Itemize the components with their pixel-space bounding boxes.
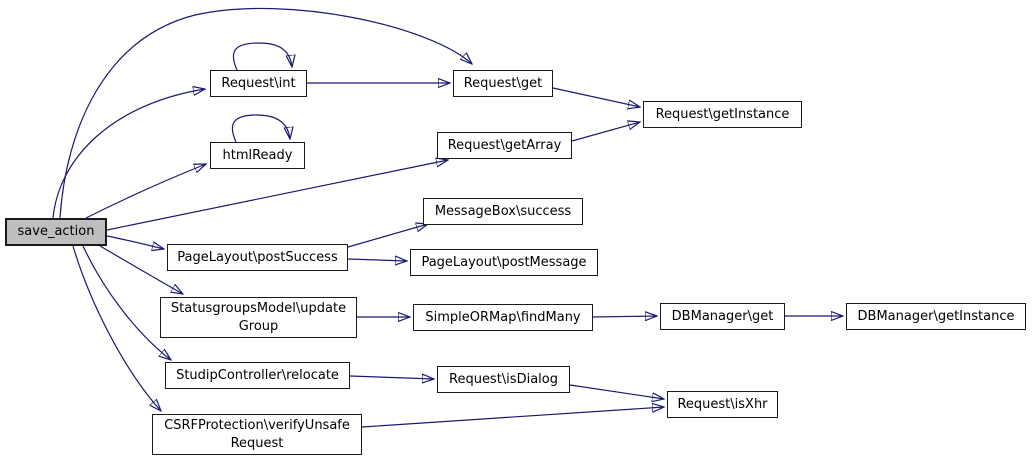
node-request-get-label: Request\get [463, 75, 543, 91]
node-request-isdialog-label: Request\isDialog [449, 371, 558, 387]
node-studipcontroller-relocate-label: StudipController\relocate [176, 367, 339, 383]
edge-simpleormap-findmany-to-dbmanager-get [592, 316, 657, 317]
node-request-int[interactable]: Request\int [210, 70, 307, 97]
node-csrfprotection-verifyunsaferequest-line2: Request [230, 435, 284, 451]
edge-pagelayout-postsuccess-to-messagebox-success [347, 224, 428, 248]
edge-request-int-self-loop [232, 42, 292, 71]
node-htmlready[interactable]: htmlReady [210, 142, 305, 169]
node-statusgroupsmodel-updategroup-line1: StatusgroupsModel\update [170, 300, 347, 316]
node-dbmanager-getinstance-label: DBManager\getInstance [857, 308, 1015, 324]
edge-save_action-to-htmlready [85, 164, 206, 219]
node-request-int-label: Request\int [221, 75, 296, 91]
node-request-isdialog[interactable]: Request\isDialog [437, 366, 570, 393]
node-request-isxhr-label: Request\isXhr [677, 396, 768, 412]
node-dbmanager-get[interactable]: DBManager\get [660, 303, 785, 330]
node-messagebox-success-label: MessageBox\success [434, 203, 572, 219]
node-pagelayout-postsuccess-label: PageLayout\postSuccess [177, 249, 338, 265]
node-statusgroupsmodel-updategroup-line2: Group [238, 318, 279, 334]
node-request-get[interactable]: Request\get [453, 70, 553, 97]
edge-save_action-to-studipcontroller-relocate [82, 245, 171, 360]
node-studipcontroller-relocate[interactable]: StudipController\relocate [165, 362, 350, 389]
node-pagelayout-postsuccess[interactable]: PageLayout\postSuccess [167, 244, 348, 271]
node-dbmanager-get-label: DBManager\get [671, 308, 774, 324]
node-pagelayout-postmessage[interactable]: PageLayout\postMessage [410, 249, 598, 276]
edge-save_action-to-request-int [52, 89, 205, 219]
edge-request-get-to-request-getinstance [552, 87, 640, 107]
node-request-getinstance-label: Request\getInstance [655, 106, 790, 122]
edge-htmlready-self-loop [231, 114, 290, 143]
edge-save_action-to-csrfprotection [72, 245, 161, 411]
edge-pagelayout-postsuccess-to-pagelayout-postmessage [347, 259, 407, 261]
edge-request-getarray-to-request-getinstance [571, 122, 640, 142]
node-simpleormap-findmany-label: SimpleORMap\findMany [425, 309, 581, 325]
node-statusgroupsmodel-updategroup[interactable]: StatusgroupsModel\update Group [160, 297, 357, 338]
node-request-isxhr[interactable]: Request\isXhr [667, 391, 778, 418]
node-dbmanager-getinstance[interactable]: DBManager\getInstance [846, 303, 1026, 330]
edge-save_action-to-pagelayout-postsuccess [106, 235, 164, 249]
edge-studipcontroller-relocate-to-request-isdialog [349, 376, 434, 379]
edge-save_action-to-request-getarray [106, 160, 448, 231]
node-messagebox-success[interactable]: MessageBox\success [423, 198, 583, 225]
edge-request-isdialog-to-request-isxhr [569, 384, 664, 399]
node-save-action: save_action [5, 218, 107, 246]
node-save-action-label: save_action [17, 224, 95, 240]
node-pagelayout-postmessage-label: PageLayout\postMessage [421, 254, 587, 270]
node-htmlready-label: htmlReady [222, 147, 293, 163]
node-simpleormap-findmany[interactable]: SimpleORMap\findMany [413, 304, 593, 331]
node-request-getarray-label: Request\getArray [447, 137, 562, 153]
node-csrfprotection-verifyunsaferequest-line1: CSRFProtection\verifyUnsafe [164, 417, 350, 433]
node-request-getinstance[interactable]: Request\getInstance [643, 101, 802, 128]
node-request-getarray[interactable]: Request\getArray [437, 132, 572, 159]
edge-csrfprotection-to-request-isxhr [361, 407, 664, 428]
edge-save_action-to-request-get [59, 7, 472, 219]
node-csrfprotection-verifyunsaferequest[interactable]: CSRFProtection\verifyUnsafe Request [152, 414, 362, 455]
